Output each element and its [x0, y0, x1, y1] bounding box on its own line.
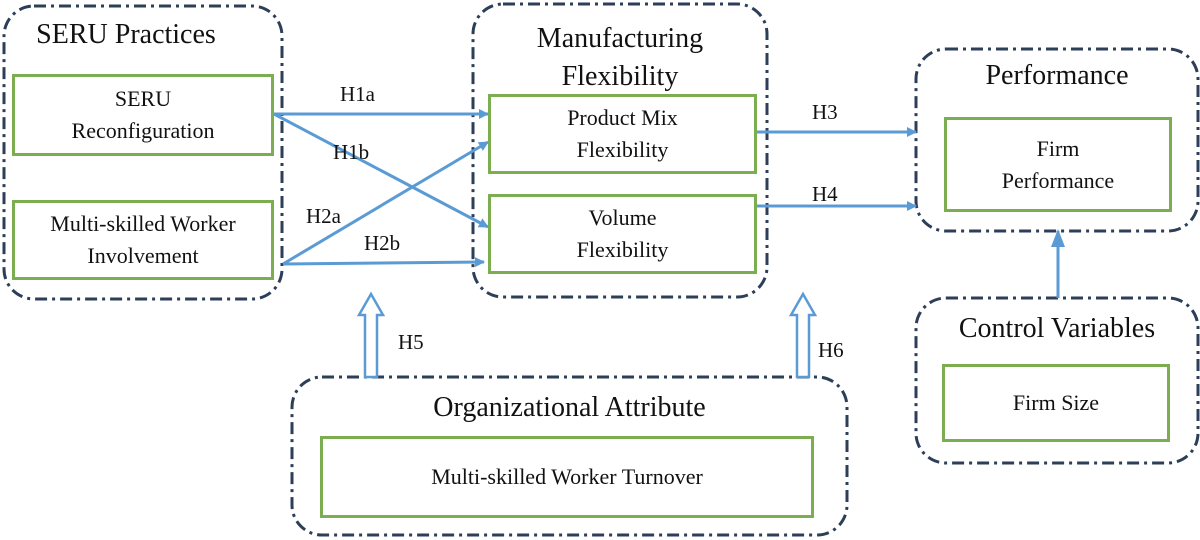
h2a-arrow	[282, 140, 489, 266]
h6-label: H6	[818, 338, 844, 362]
h6-block-arrow	[788, 291, 818, 379]
organizational-attribute-group: Organizational Attribute	[292, 377, 847, 535]
product-mix-flexibility-line2: Flexibility	[576, 137, 669, 162]
h5-block-arrow	[356, 291, 386, 379]
organizational-attribute-title: Organizational Attribute	[433, 392, 706, 423]
product-mix-flexibility-line1: Product Mix	[567, 105, 678, 130]
seru-reconfiguration-line1: SERU	[114, 86, 172, 111]
seru-reconfiguration-box: SERU Reconfiguration	[12, 74, 274, 156]
seru-practices-group-border	[2, 4, 284, 301]
manufacturing-flexibility-title-line2: Flexibility	[561, 61, 679, 92]
multiskilled-worker-involvement-box: Multi-skilled Worker Involvement	[12, 200, 274, 280]
control-variables-title: Control Variables	[958, 313, 1156, 344]
multiskilled-worker-turnover-label: Multi-skilled Worker Turnover	[431, 464, 703, 489]
h3-label: H3	[812, 100, 838, 124]
h2b-label: H2b	[364, 231, 401, 255]
seru-reconfiguration-line2: Reconfiguration	[71, 118, 215, 143]
h1a-label: H1a	[340, 82, 375, 106]
organizational-attribute-group-border	[290, 375, 849, 537]
volume-flexibility-line2: Flexibility	[576, 237, 669, 262]
volume-flexibility-box: Volume Flexibility	[488, 194, 757, 274]
multiskilled-worker-turnover-box: Multi-skilled Worker Turnover	[320, 436, 814, 518]
h2b-arrow	[282, 257, 485, 268]
control-variables-group: Control Variables	[916, 298, 1198, 463]
firm-performance-line1: Firm	[1036, 135, 1080, 161]
h5-label: H5	[398, 330, 424, 354]
multiskilled-worker-involvement-line1: Multi-skilled Worker	[50, 211, 236, 236]
manufacturing-flexibility-title-line1: Manufacturing	[536, 23, 704, 54]
seru-practices-group: SERU Practices	[4, 6, 282, 299]
h1b-arrow	[273, 112, 489, 229]
volume-flexibility-line1: Volume	[588, 205, 657, 230]
firm-performance-box: Firm Performance	[944, 117, 1172, 212]
performance-title: Performance	[985, 60, 1129, 91]
manufacturing-flexibility-group: Manufacturing Flexibility	[473, 4, 767, 297]
firm-performance-line2: Performance	[1001, 167, 1115, 193]
seru-practices-title: SERU Practices	[36, 19, 216, 50]
product-mix-flexibility-box: Product Mix Flexibility	[488, 94, 757, 174]
firm-size-label: Firm Size	[1012, 390, 1100, 415]
h4-label: H4	[812, 182, 838, 206]
h1b-label: H1b	[333, 140, 370, 164]
multiskilled-worker-involvement-line2: Involvement	[87, 243, 199, 268]
firm-size-box: Firm Size	[942, 364, 1170, 442]
performance-group-border	[914, 47, 1200, 233]
h2a-label: H2a	[306, 204, 341, 228]
performance-group: Performance	[916, 49, 1198, 231]
